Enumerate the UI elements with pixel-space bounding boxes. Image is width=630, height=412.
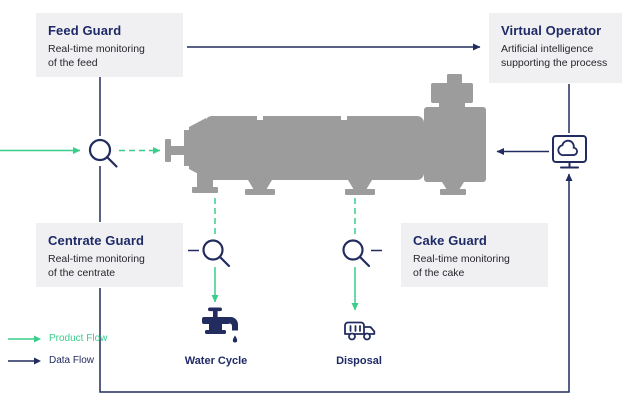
machine-right-foot [440, 189, 466, 195]
garbage-truck-icon [344, 321, 376, 341]
machine-gearbox-housing [424, 107, 486, 182]
centrate-guard-desc: of the centrate [48, 267, 116, 280]
product-flow-arrow-icon [8, 335, 41, 342]
legend-data-flow: Data Flow [8, 355, 107, 366]
machine-flange [184, 130, 190, 166]
feed-guard-desc: of the feed [48, 57, 98, 70]
disposal-label: Disposal [336, 355, 382, 367]
node-cake-guard: Cake Guard Real-time monitoring of the c… [401, 223, 548, 287]
faucet-drip-icon [202, 307, 238, 343]
feed-guard-desc: Real-time monitoring [48, 43, 145, 55]
data-flow-lines [99, 43, 573, 393]
flow-legend: Product Flow Data Flow [8, 333, 107, 366]
machine-left-support [197, 171, 213, 189]
virtual-operator-desc: Artificial intelligence [501, 43, 594, 55]
machine-inlet-stub [165, 139, 171, 162]
line-bottom-data-loop [99, 173, 573, 393]
machine-drum-notch [341, 115, 347, 120]
legend-product-flow-label: Product Flow [49, 333, 108, 344]
product-flow-lines [0, 147, 359, 311]
centrate-magnifier-icon [202, 239, 231, 268]
node-feed-guard: Feed Guard Real-time monitoring of the f… [36, 13, 183, 77]
centrate-guard-desc: Real-time monitoring [48, 253, 145, 265]
legend-product-flow: Product Flow [8, 333, 107, 344]
water-cycle-label: Water Cycle [184, 355, 248, 367]
node-centrate-guard: Centrate Guard Real-time monitoring of t… [36, 223, 183, 287]
machine-right-leg [442, 182, 464, 190]
machine-foot [345, 189, 375, 195]
node-virtual-operator: Virtual Operator Artificial intelligence… [489, 13, 622, 83]
machine-foot [245, 189, 275, 195]
machine-inlet-pipe [170, 146, 186, 155]
cake-magnifier-icon [342, 239, 371, 268]
machine-motor-neck [439, 101, 465, 110]
machine-drum-notch [257, 115, 263, 120]
machine-drum [205, 116, 424, 180]
machine-leg [348, 180, 372, 190]
feed-guard-title: Feed Guard [48, 23, 122, 38]
data-flow-arrow-icon [8, 357, 41, 364]
cake-guard-desc: of the cake [413, 267, 465, 280]
machine-cone [189, 118, 206, 178]
cake-guard-title: Cake Guard [413, 233, 487, 248]
machine-leg [248, 180, 272, 190]
legend-data-flow-label: Data Flow [49, 355, 95, 366]
virtual-operator-title: Virtual Operator [501, 23, 602, 38]
machine-left-foot [192, 187, 218, 193]
cake-guard-desc: Real-time monitoring [413, 253, 510, 265]
decanter-centrifuge-illustration [165, 74, 486, 195]
feed-magnifier-icon [88, 138, 118, 168]
virtual-operator-desc: supporting the process [501, 57, 608, 70]
monitor-cloud-icon [552, 135, 587, 169]
centrate-guard-title: Centrate Guard [48, 233, 145, 248]
machine-motor-block [431, 83, 473, 103]
